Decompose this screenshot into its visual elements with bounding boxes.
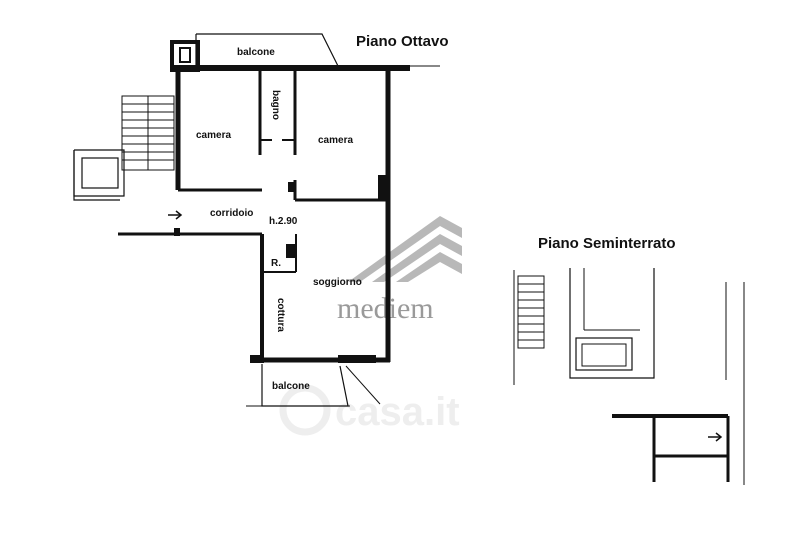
roof-chevron-icon [348, 216, 462, 282]
label-kitchen: cottura [275, 298, 286, 332]
label-bathroom: bagno [270, 90, 281, 120]
casa-watermark: casa.it [279, 384, 460, 436]
exterior-stair [121, 95, 175, 171]
elevator-shaft [73, 149, 125, 201]
balcony-top-outline [196, 33, 339, 67]
watermark-text: casa.it [335, 390, 460, 434]
title-eighth-floor: Piano Ottavo [356, 33, 449, 50]
eighth-floor-plan [73, 33, 440, 407]
label-living-room: soggiorno [313, 277, 362, 288]
eighth-floor-labels: Piano Ottavo balcone camera bagno camera… [196, 33, 449, 392]
label-bedroom-right: camera [318, 135, 353, 146]
logo-text: mediem [337, 292, 434, 325]
mediem-logo: mediem [337, 216, 462, 325]
basement-plan [513, 268, 745, 485]
label-corridor: corridoio [210, 208, 253, 219]
label-balcony-top: balcone [237, 47, 275, 58]
label-ceiling-height: h.2.90 [269, 216, 298, 227]
basement-elevator [575, 337, 633, 371]
label-balcony-bottom: balcone [272, 381, 310, 392]
watermark-circle-icon [279, 384, 331, 436]
label-bedroom-left: camera [196, 130, 231, 141]
basement-arrow-icon [708, 432, 723, 442]
label-storage: R. [271, 258, 281, 269]
basement-stair [517, 275, 545, 349]
title-basement: Piano Seminterrato [538, 235, 676, 252]
entrance-arrow-icon [168, 210, 183, 220]
